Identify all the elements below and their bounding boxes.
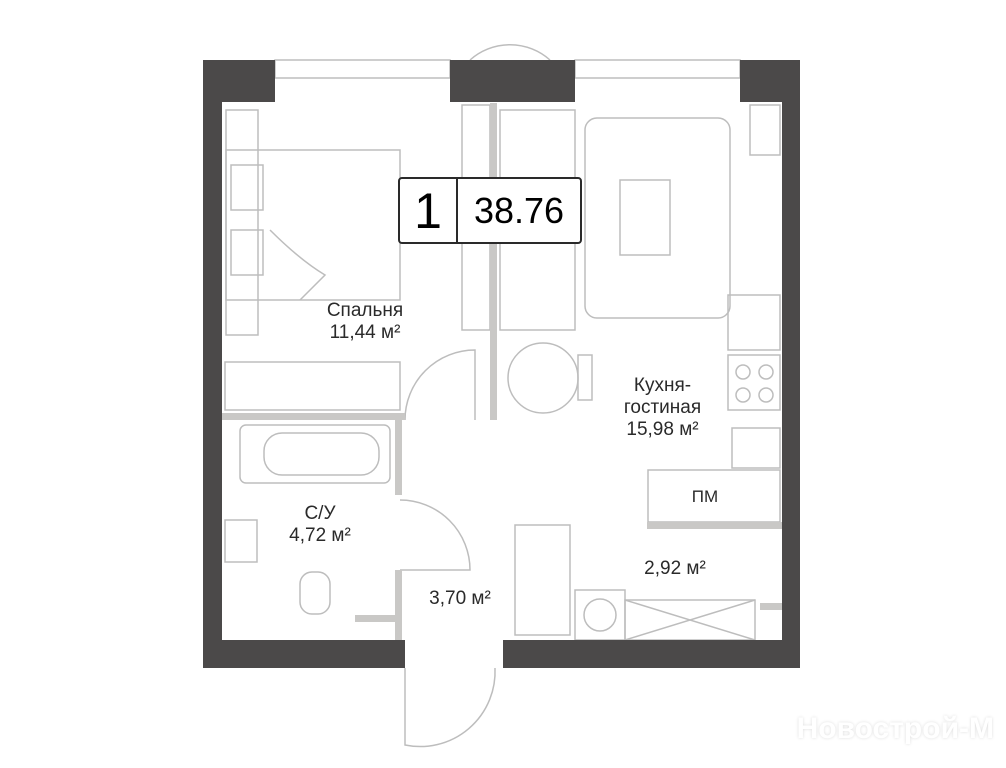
total-area: 38.76 <box>473 189 565 231</box>
blanket <box>269 229 327 301</box>
window <box>274 59 451 79</box>
apartment-badge: 1 38.76 <box>398 177 582 244</box>
rug <box>584 117 731 319</box>
partition <box>222 413 405 420</box>
room-area: 15,98 м² <box>626 419 699 440</box>
entrance-door-arc <box>404 667 496 748</box>
watermark: Новострой-М <box>796 712 994 745</box>
headboard <box>225 109 259 336</box>
sink-unit <box>727 294 781 351</box>
partition <box>760 603 782 610</box>
coffee-table <box>619 179 671 256</box>
pillow <box>230 164 264 211</box>
room-label-bedroom: Спальня 11,44 м² <box>300 300 430 344</box>
hob <box>727 354 781 411</box>
bathtub <box>239 424 391 484</box>
wardrobe <box>224 361 401 411</box>
bed <box>225 149 401 301</box>
sink <box>731 427 781 469</box>
outer-wall <box>450 60 575 102</box>
outer-wall <box>203 640 405 668</box>
partition <box>395 420 402 495</box>
door-arc <box>399 499 471 571</box>
pillow <box>230 229 264 276</box>
room-name: С/У <box>304 503 336 524</box>
chair <box>577 354 593 401</box>
room-area: 2,92 м² <box>644 558 706 579</box>
cabinet <box>749 104 781 156</box>
outer-wall <box>782 60 800 668</box>
partition <box>647 522 782 529</box>
washbasin <box>224 519 258 563</box>
outer-wall <box>203 60 275 102</box>
toilet <box>299 571 331 615</box>
room-name: гостиная <box>623 397 702 418</box>
hall-wardrobe <box>514 524 571 636</box>
room-label-kitchen: Кухня- гостиная 15,98 м² <box>595 375 730 441</box>
window <box>574 59 741 79</box>
partition <box>395 570 402 640</box>
pm-label: ПМ <box>691 487 719 506</box>
outer-wall <box>203 60 222 668</box>
room-area: 4,72 м² <box>289 525 351 546</box>
room-area: 11,44 м² <box>329 322 401 343</box>
balcony-door-arc <box>469 43 551 61</box>
room-name: Спальня <box>326 300 404 321</box>
room-name: Кухня- <box>633 375 692 396</box>
partition <box>355 615 400 622</box>
room-area: 3,70 м² <box>429 588 491 609</box>
room-label-storage: 2,92 м² <box>625 558 725 580</box>
washing-machine <box>574 589 626 641</box>
dining-table <box>507 342 579 414</box>
rooms-count: 1 <box>400 179 458 242</box>
partition <box>490 103 497 420</box>
room-label-bathroom: С/У 4,72 м² <box>270 503 370 547</box>
door-arc <box>404 349 476 421</box>
room-label-hall: 3,70 м² <box>410 588 510 610</box>
outer-wall <box>503 640 800 668</box>
